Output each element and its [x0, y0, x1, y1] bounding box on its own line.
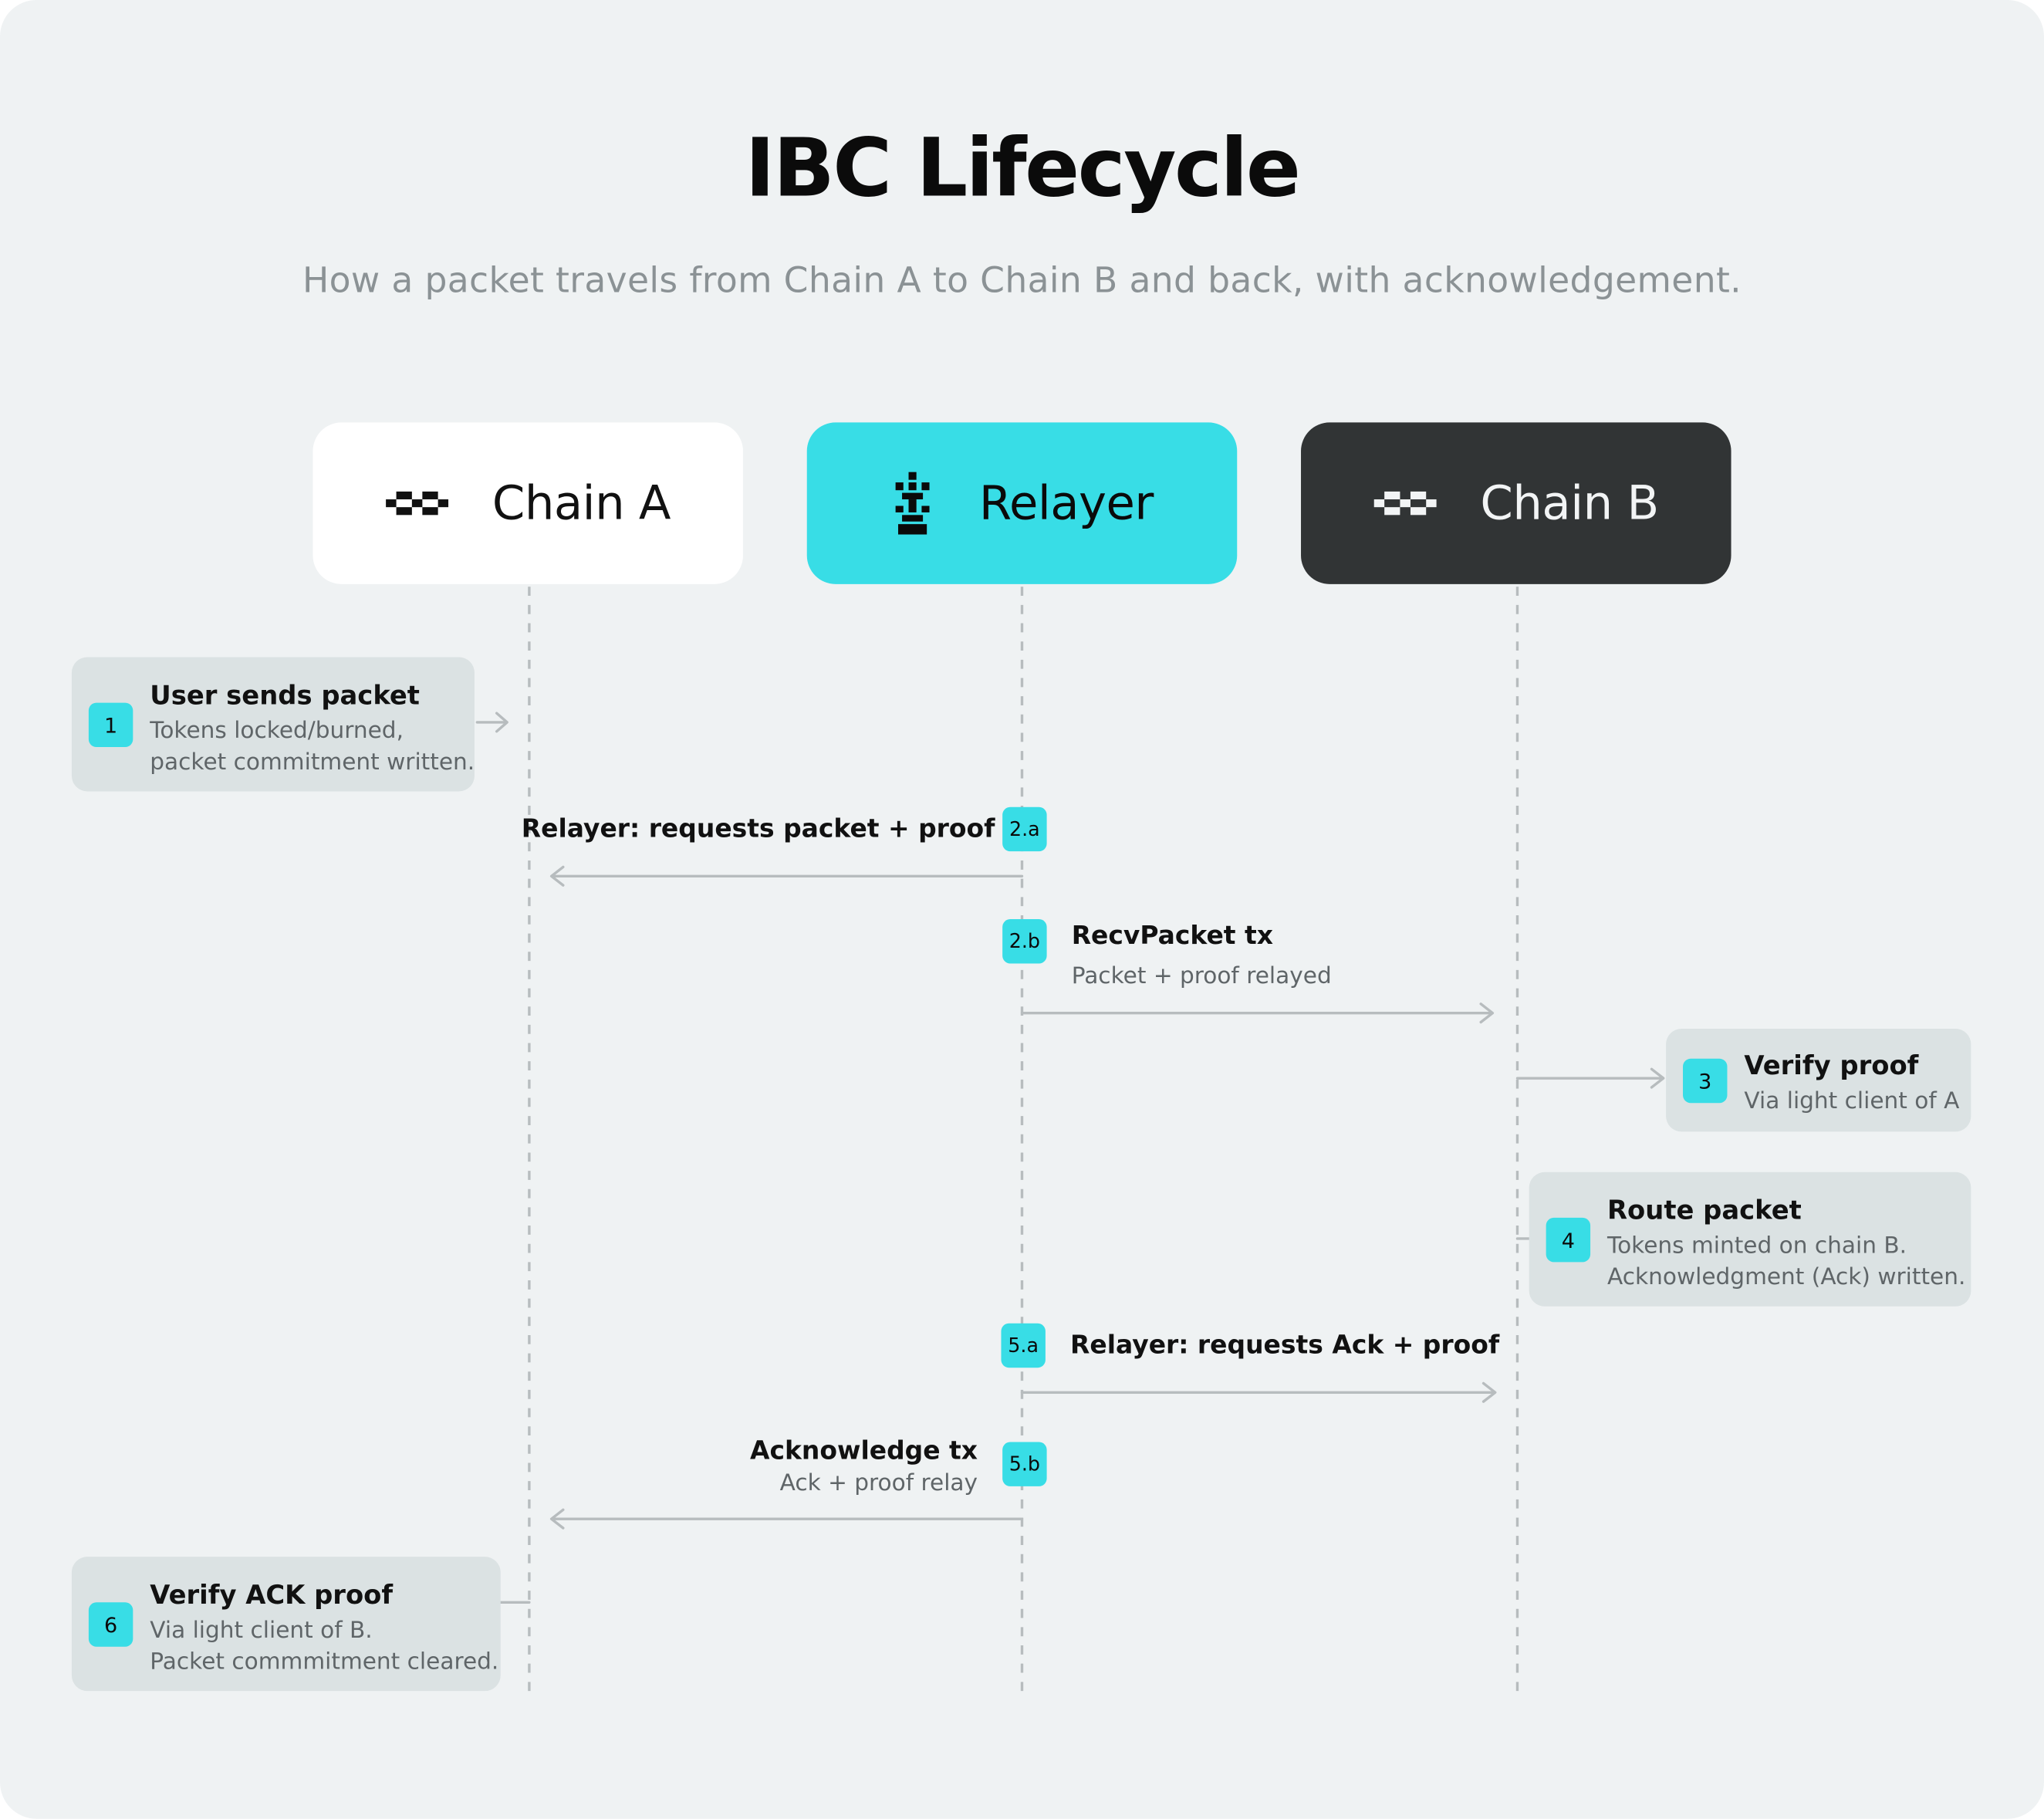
lane-label: Relayer [978, 476, 1154, 530]
relayer-icon [890, 472, 934, 535]
step-5a-badge: 5.a [1001, 1323, 1046, 1368]
step-description-line: Via light client of A [1744, 1088, 1960, 1115]
step-title: User sends packet [150, 679, 420, 711]
arrow-step-2a [549, 865, 1024, 887]
step-5b-description: Ack + proof relay [779, 1470, 978, 1497]
step-title: Route packet [1607, 1194, 1802, 1226]
step-5b-badge: 5.b [1002, 1442, 1047, 1486]
lane-label: Chain B [1480, 476, 1659, 530]
step-2b-badge: 2.b [1002, 919, 1047, 964]
arrow-step-1 [475, 712, 508, 733]
step-description-line: Acknowledgment (Ack) written. [1607, 1264, 1966, 1291]
step-6-note: 6 Verify ACK proof Via light client of B… [71, 1557, 501, 1692]
step-2b-description: Packet + proof relayed [1071, 963, 1332, 990]
step-2a-badge: 2.a [1002, 806, 1047, 852]
step-4-note: 4 Route packet Tokens minted on chain B.… [1529, 1172, 1971, 1307]
step-number-badge: 1 [88, 702, 133, 748]
diagram-title: IBC Lifecycle [745, 120, 1301, 215]
step-title: Verify ACK proof [150, 1578, 394, 1611]
step-description-line: Via light client of B. [150, 1618, 373, 1645]
step-5a-label: Relayer: requests Ack + proof [1070, 1330, 1500, 1361]
arrow-step-5b [549, 1508, 1024, 1530]
step-3-note: 3 Verify proof Via light client of A [1666, 1028, 1971, 1132]
diagram-subtitle: How a packet travels from Chain A to Cha… [302, 260, 1742, 302]
lane-label: Chain A [492, 476, 671, 530]
step-description-line: Tokens minted on chain B. [1607, 1233, 1907, 1259]
step-2b-label: RecvPacket tx [1071, 920, 1274, 951]
arrow-step-5a [1020, 1381, 1497, 1403]
step-description-line: packet commitment written. [150, 749, 475, 776]
step-description-line: Tokens locked/burned, [150, 718, 404, 745]
step-number-badge: 4 [1546, 1217, 1591, 1263]
arrow-step-3 [1515, 1067, 1665, 1089]
chain-icon [1373, 489, 1436, 518]
step-5b-label: Acknowledge tx [749, 1435, 978, 1466]
step-title: Verify proof [1744, 1049, 1919, 1081]
lane-header-chain-b: Chain B [1301, 422, 1731, 584]
lane-header-chain-a: Chain A [313, 422, 743, 584]
step-number-badge: 6 [88, 1602, 133, 1647]
chain-icon [385, 489, 448, 518]
step-description-line: Packet commmitment cleared. [150, 1649, 499, 1675]
lane-header-relayer: Relayer [806, 422, 1238, 584]
arrow-step-2b [1020, 1002, 1495, 1024]
step-1-note: 1 User sends packet Tokens locked/burned… [71, 657, 475, 792]
step-number-badge: 3 [1683, 1058, 1728, 1104]
step-2a-label: Relayer: requests packet + proof [521, 813, 995, 844]
